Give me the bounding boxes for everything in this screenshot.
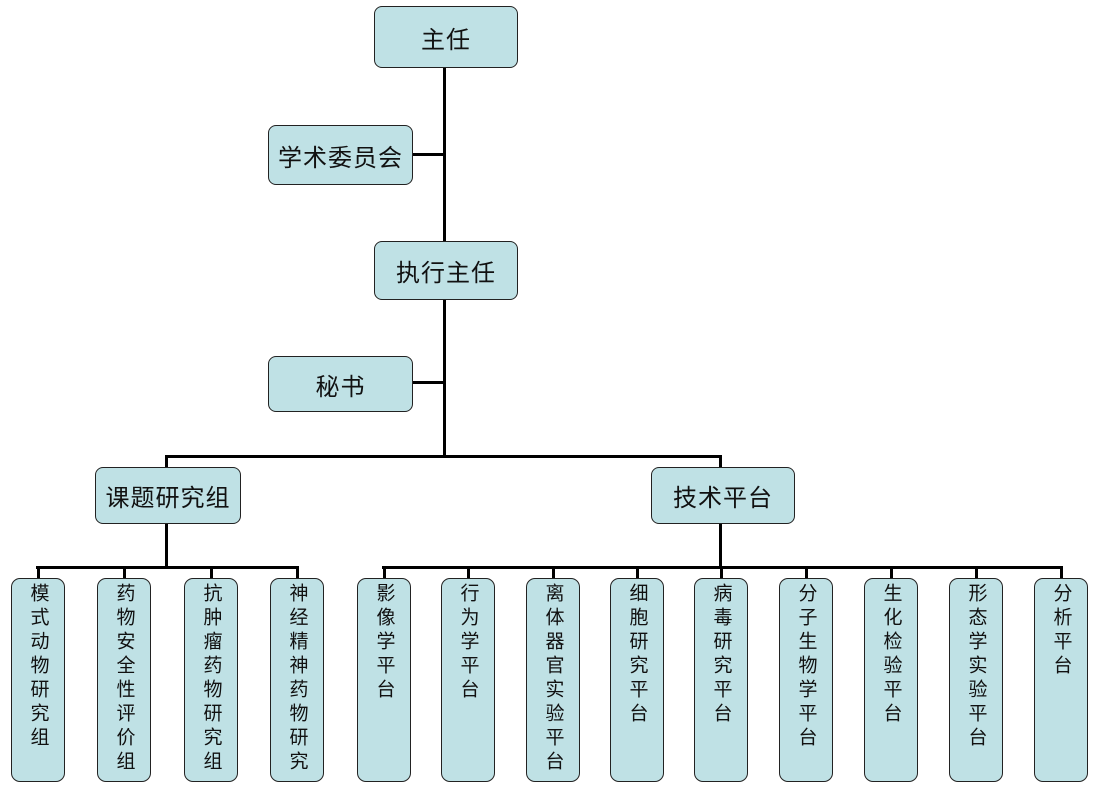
connector-leaf-drop: [210, 566, 213, 579]
node-tech-platform[interactable]: 细胞研究平台: [610, 578, 664, 782]
node-tech-platform[interactable]: 病毒研究平台: [694, 578, 748, 782]
node-tech-platform-label: 分析平台: [1050, 583, 1073, 679]
connector-leaf-drop: [552, 566, 555, 579]
connector-leaf-drop: [37, 566, 40, 579]
connector-leaf-drop: [975, 566, 978, 579]
connector-leaf-drop: [383, 566, 386, 579]
node-research-group[interactable]: 模式动物研究组: [11, 578, 65, 782]
node-tech-platform[interactable]: 离体器官实验平台: [526, 578, 580, 782]
connector-leaf-drop: [805, 566, 808, 579]
node-academic-committee[interactable]: 学术委员会: [268, 125, 413, 185]
node-tech-platform-label: 形态学实验平台: [965, 583, 988, 751]
node-tech-platform-label: 细胞研究平台: [626, 583, 649, 727]
node-tech-platform-label: 生化检验平台: [880, 583, 903, 727]
connector-research-bus: [36, 566, 298, 569]
node-tech-platform[interactable]: 分子生物学平台: [779, 578, 833, 782]
node-tech-platform[interactable]: 行为学平台: [441, 578, 495, 782]
node-tech-platform-label: 离体器官实验平台: [542, 583, 565, 775]
node-research-group-label: 神经精神药物研究: [286, 583, 309, 775]
node-secretary-label: 秘书: [315, 372, 366, 401]
node-research-group-label: 抗肿瘤药物研究组: [200, 583, 223, 775]
node-tech-platform-label: 分子生物学平台: [795, 583, 818, 751]
connector-division-bus: [165, 455, 722, 458]
node-research-group-label: 模式动物研究组: [27, 583, 50, 751]
connector-leaf-drop: [890, 566, 893, 579]
node-research-groups[interactable]: 课题研究组: [95, 467, 241, 524]
node-research-group[interactable]: 药物安全性评价组: [97, 578, 151, 782]
node-research-groups-label: 课题研究组: [105, 484, 231, 512]
connector-leaf-drop: [1060, 566, 1063, 579]
node-academic-committee-label: 学术委员会: [278, 143, 403, 172]
connector-leaf-drop: [467, 566, 470, 579]
connector-leaf-drop: [123, 566, 126, 579]
node-tech-platform[interactable]: 影像学平台: [357, 578, 411, 782]
connector-leaf-drop: [720, 566, 723, 579]
node-director[interactable]: 主任: [374, 6, 518, 68]
connector-academic-committee: [412, 153, 445, 156]
node-executive-director[interactable]: 执行主任: [374, 241, 518, 300]
connector-leaf-drop: [636, 566, 639, 579]
connector-secretary: [412, 381, 445, 384]
connector-research-trunk: [165, 523, 168, 568]
node-tech-platform-label: 影像学平台: [373, 583, 396, 703]
node-tech-platform-label: 病毒研究平台: [710, 583, 733, 727]
node-research-group[interactable]: 神经精神药物研究: [270, 578, 324, 782]
connector-research-drop: [165, 455, 168, 468]
node-secretary[interactable]: 秘书: [268, 356, 413, 412]
node-tech-platform[interactable]: 生化检验平台: [864, 578, 918, 782]
node-tech-platform[interactable]: 形态学实验平台: [949, 578, 1003, 782]
node-director-label: 主任: [421, 25, 471, 54]
node-research-group-label: 药物安全性评价组: [113, 583, 136, 775]
connector-leaf-drop: [296, 566, 299, 579]
node-tech-platforms-label: 技术平台: [673, 484, 773, 512]
connector-tech-drop: [719, 455, 722, 468]
node-research-group[interactable]: 抗肿瘤药物研究组: [184, 578, 238, 782]
node-tech-platform-label: 行为学平台: [457, 583, 480, 703]
node-tech-platform[interactable]: 分析平台: [1034, 578, 1088, 782]
node-executive-director-label: 执行主任: [396, 259, 496, 287]
connector-tech-trunk: [719, 523, 722, 568]
node-tech-platforms[interactable]: 技术平台: [651, 467, 795, 524]
